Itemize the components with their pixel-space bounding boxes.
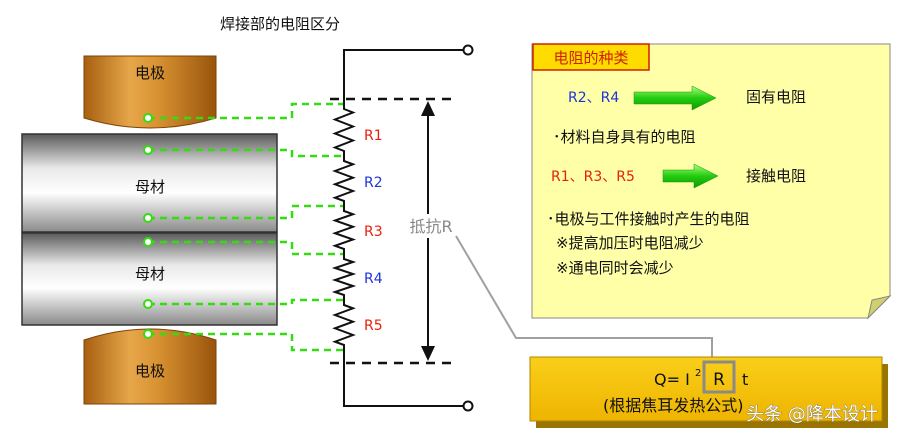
- formula-box: [529, 356, 888, 428]
- terminal-top: [462, 44, 474, 56]
- resistor-zigzag-r1: [332, 104, 356, 156]
- terminal-bottom: [462, 400, 474, 412]
- bottom-electrode: 电极: [83, 328, 217, 405]
- note-line1: ･材料自身具有的电阻: [553, 128, 696, 146]
- note-line3: ※提高加压时电阻减少: [556, 234, 704, 252]
- circuit-wire: [343, 49, 468, 407]
- reference-lines: [330, 97, 458, 365]
- resistor-labels: R1 R2 R3 R4 R5: [364, 128, 383, 334]
- resistance-label-bg: [402, 214, 460, 238]
- formula-exponent: 2: [695, 368, 701, 379]
- note-box: [531, 43, 892, 320]
- note-header: 电阻的种类: [553, 49, 628, 67]
- base-metal-lower-label: 母材: [135, 265, 165, 283]
- resistor-label-r3: R3: [364, 224, 383, 240]
- top-electrode: 电极: [83, 55, 217, 129]
- resistor-zigzag-r2: [332, 156, 356, 206]
- note-row1-right: 固有电阻: [746, 88, 806, 106]
- bottom-electrode-label: 电极: [135, 362, 165, 380]
- resistance-label: 抵抗R: [409, 217, 452, 236]
- formula-prefix: Q= I: [654, 370, 690, 389]
- diagram-title: 焊接部的电阻区分: [220, 15, 340, 33]
- green-dashed-connectors: [148, 102, 344, 352]
- resistor-label-r5: R5: [364, 318, 383, 334]
- resistor-label-r4: R4: [364, 271, 383, 287]
- base-metal-upper-label: 母材: [135, 178, 165, 196]
- formula-suffix: t: [742, 370, 748, 389]
- note-line2: ･电极与工件接触时产生的电阻: [547, 210, 750, 228]
- top-electrode-label: 电极: [135, 64, 165, 82]
- formula-caption: (根据焦耳发热公式): [603, 396, 744, 415]
- green-arrow-icon: [662, 163, 719, 189]
- note-row1-left: R2、R4: [568, 90, 619, 106]
- r-highlight-box: [702, 360, 736, 394]
- formula-variable: R: [713, 370, 725, 390]
- resistor-label-r1: R1: [364, 128, 383, 144]
- base-metal-lower: 母材: [21, 232, 278, 326]
- note-row2-right: 接触电阻: [746, 167, 806, 185]
- resistor-chain: [331, 104, 357, 350]
- watermark: 头条 @降本设计: [746, 404, 878, 425]
- note-row2-left: R1、R3、R5: [551, 169, 635, 185]
- note-header-bg: [532, 43, 650, 71]
- resistor-zigzag-r3: [331, 206, 357, 254]
- callout-line: [455, 235, 713, 360]
- resistor-zigzag-r5: [332, 300, 356, 350]
- connector-endpoints: [143, 113, 153, 339]
- resistor-label-r2: R2: [364, 175, 383, 191]
- green-arrow-icon: [633, 85, 717, 111]
- resistor-zigzag-r4: [331, 254, 357, 300]
- note-line4: ※通电同时会减少: [556, 259, 674, 277]
